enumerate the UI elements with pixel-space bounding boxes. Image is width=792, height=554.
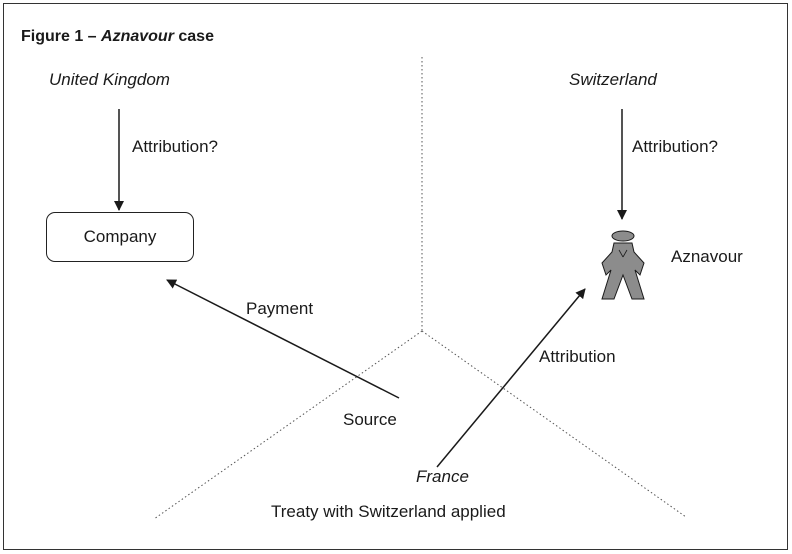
person-label-aznavour: Aznavour xyxy=(671,247,743,266)
figure-title: Figure 1 – Aznavour case xyxy=(21,27,214,47)
edge-label-uk-attribution: Attribution? xyxy=(132,137,218,156)
edge-label-attribution: Attribution xyxy=(539,347,616,366)
figure-title-suffix: case xyxy=(173,28,214,45)
arrow-attribution xyxy=(436,288,586,468)
company-label: Company xyxy=(83,227,157,246)
region-label-france: France xyxy=(416,467,469,486)
edge-label-payment: Payment xyxy=(246,299,314,318)
region-label-switzerland: Switzerland xyxy=(569,70,657,89)
boundary-left-diagonal xyxy=(153,330,423,520)
figure-title-emphasis: Aznavour xyxy=(101,28,174,45)
diagram-canvas xyxy=(114,57,687,520)
boundary-right-diagonal xyxy=(421,330,687,518)
company-node: Company xyxy=(46,212,194,262)
caption: Treaty with Switzerland applied xyxy=(271,502,506,521)
person-icon xyxy=(601,230,645,300)
arrow-payment xyxy=(166,279,400,399)
region-label-united-kingdom: United Kingdom xyxy=(49,70,170,89)
figure-frame: Figure 1 – Aznavour case United Kingdom … xyxy=(3,3,788,550)
node-label-source: Source xyxy=(343,410,397,429)
edge-label-ch-attribution: Attribution? xyxy=(632,137,718,156)
figure-title-prefix: Figure 1 – xyxy=(21,28,102,45)
